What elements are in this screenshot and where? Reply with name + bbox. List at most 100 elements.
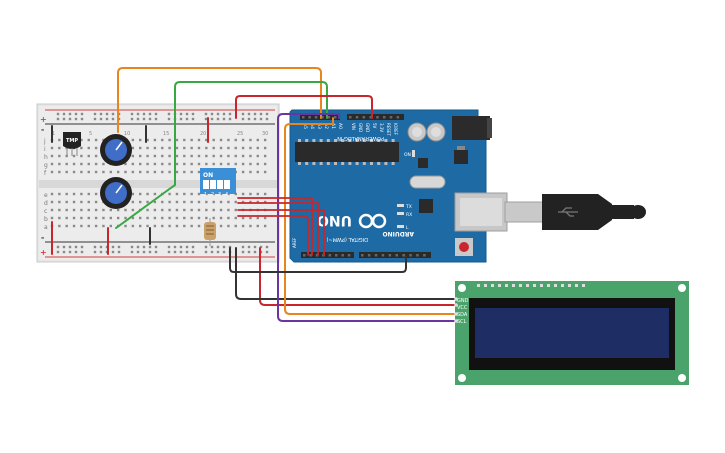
lcd-pin — [512, 284, 515, 287]
rail-hole — [99, 112, 103, 116]
breadboard-hole — [94, 192, 98, 196]
breadboard-hole — [146, 154, 149, 158]
header-pin — [409, 254, 412, 257]
dip-switch-number: 2 — [211, 192, 214, 198]
header-pin — [327, 116, 331, 119]
row-labels-top: j i h g f — [43, 138, 48, 177]
rail-hole — [62, 250, 66, 254]
rail-minus-label-left: - — [41, 125, 44, 134]
rail-hole — [167, 117, 171, 121]
row-label: h — [44, 154, 48, 161]
header-pin — [388, 254, 392, 257]
breadboard-hole — [146, 162, 149, 166]
breadboard-hole — [212, 200, 215, 204]
wire-red-lcd-vcc — [259, 247, 457, 306]
breadboard-hole — [58, 224, 61, 228]
wire-red-5v — [235, 95, 373, 119]
digital-header-left — [301, 252, 354, 258]
pin-label: 5V — [372, 123, 377, 129]
rail-hole — [74, 245, 78, 249]
rail-hole — [241, 112, 245, 116]
led-l — [397, 225, 404, 228]
breadboard-hole — [168, 208, 171, 212]
pin-label: A5 — [302, 123, 308, 129]
breadboard-hole — [124, 170, 127, 174]
rail-hole — [142, 245, 146, 249]
chip-pin — [362, 139, 366, 142]
pin-label: A0 — [337, 123, 343, 129]
chip-pin — [348, 139, 352, 142]
breadboard-hole — [65, 208, 68, 212]
chip-pin — [362, 162, 366, 165]
lcd-pin — [547, 284, 550, 287]
row-label: j — [43, 138, 46, 145]
breadboard-hole — [94, 146, 98, 150]
breadboard-hole — [80, 138, 83, 142]
breadboard-hole — [87, 170, 90, 174]
breadboard-hole — [263, 162, 267, 166]
rail-hole — [216, 250, 220, 254]
arduino-uno: TX RX L ON ARDUINO UNO DIGITAL (PWM~) AN… — [289, 109, 508, 263]
breadboard-hole — [205, 208, 208, 212]
rail-hole — [210, 117, 214, 121]
breadboard-hole — [241, 154, 245, 158]
rail-hole — [204, 250, 208, 254]
temperature-sensor: TMP — [63, 132, 81, 156]
breadboard-hole — [263, 200, 267, 204]
breadboard-hole — [50, 146, 54, 150]
breadboard-hole — [94, 138, 98, 142]
breadboard-hole — [72, 224, 76, 228]
rail-hole — [210, 112, 214, 116]
breadboard-hole — [205, 146, 208, 150]
breadboard-hole — [139, 216, 142, 220]
header-pin — [374, 254, 378, 257]
rail-hole — [74, 112, 78, 116]
breadboard-hole — [190, 192, 193, 196]
breadboard-hole — [131, 154, 135, 158]
rail-hole — [111, 250, 115, 254]
pin-label: VIN — [351, 123, 356, 130]
breadboard-hole — [58, 146, 61, 150]
breadboard-hole — [256, 154, 259, 158]
rail-hole — [247, 245, 251, 249]
dip-switch[interactable]: ON 1 2 3 4 — [200, 168, 236, 198]
breadboard-hole — [94, 162, 98, 166]
chip-pin — [384, 139, 388, 142]
rail-hole — [93, 117, 97, 121]
lcd-pin — [484, 284, 487, 287]
lcd-pin — [477, 284, 480, 287]
breadboard-hole — [109, 216, 112, 220]
chip-pin — [319, 162, 323, 165]
breadboard-hole — [65, 224, 68, 228]
rail-hole — [105, 117, 109, 121]
rail-hole — [253, 117, 257, 121]
column-numbers: 1 5 10 15 20 25 30 — [52, 131, 268, 137]
chip-pin — [319, 139, 323, 142]
breadboard-hole — [183, 192, 186, 196]
rail-hole — [167, 250, 171, 254]
breadboard-hole — [227, 208, 230, 212]
potentiometer-1[interactable] — [100, 134, 132, 166]
breadboard-hole — [94, 216, 98, 220]
header-pin — [423, 254, 426, 257]
lcd-pin — [526, 284, 529, 287]
rail-hole — [204, 117, 208, 121]
power-pin-labels: VIN GND GND 5V 3.3V RESET IOREF — [351, 123, 398, 136]
breadboard-hole — [80, 224, 83, 228]
usb-cable — [504, 194, 646, 230]
breadboard-hole — [50, 154, 54, 158]
breadboard-hole — [50, 170, 54, 174]
breadboard-hole — [197, 216, 201, 220]
lcd-wire-endpoints — [454, 297, 458, 323]
header-pin — [381, 254, 385, 257]
header-pin — [361, 254, 364, 257]
potentiometer-2[interactable] — [100, 177, 132, 209]
breadboard-hole — [58, 216, 61, 220]
rail-hole — [185, 117, 189, 121]
breadboard-hole — [249, 192, 252, 196]
header-pin — [362, 116, 366, 119]
breadboard-hole — [168, 200, 171, 204]
breadboard-hole — [234, 146, 237, 150]
breadboard-hole — [256, 162, 259, 166]
breadboard-hole — [94, 208, 98, 212]
